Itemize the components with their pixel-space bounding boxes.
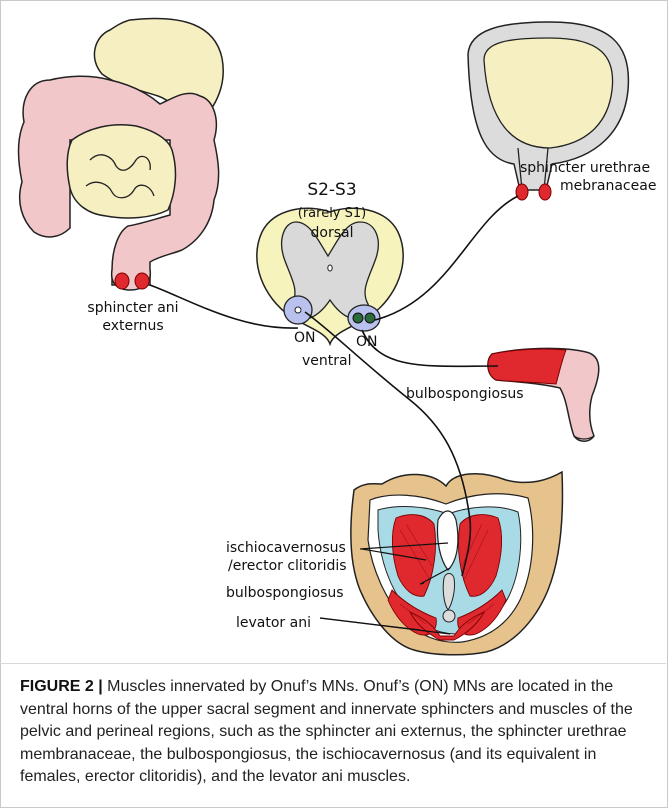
bulbospongiosus-muscle [488,349,566,384]
sphincter-ani-muscle-right [135,273,149,289]
caption-figure-label: FIGURE 2 | [20,678,103,695]
levator-ani-label: levator ani [236,615,311,632]
segment-note-label: (rarely S1) [280,205,384,222]
onuf-right-label: ON [356,334,378,351]
ischiocavernosus-label-line2: /erector clitoridis [228,558,347,575]
caption-text: Muscles innervated by Onuf’s MNs. Onuf’s… [20,678,633,785]
onuf-left-label: ON [294,330,316,347]
ischiocavernosus-label-line1: ischiocavernosus [226,540,346,557]
bulbospongiosus-penis-label: bulbospongiosus [406,386,524,403]
small-intestine [67,125,175,218]
segment-label: S2-S3 [292,182,372,199]
bulbospongiosus-pelvis-label: bulbospongiosus [226,585,344,602]
ventral-label: ventral [302,353,352,370]
sphincter-ani-label-line1: sphincter ani [68,300,198,317]
sphincter-urethrae-muscle-right [539,184,551,200]
sphincter-urethrae-muscle-left [516,184,528,200]
sphincter-ani-label-line2: externus [68,318,198,335]
caption-divider [0,663,666,664]
sphincter-urethrae-label-line2: mebranaceae [560,178,656,195]
sphincter-ani-muscle-left [115,273,129,289]
sphincter-urethrae-label-line1: sphincter urethrae [520,160,650,177]
figure-caption: FIGURE 2 | Muscles innervated by Onuf’s … [20,676,650,789]
dorsal-label: dorsal [296,225,368,242]
